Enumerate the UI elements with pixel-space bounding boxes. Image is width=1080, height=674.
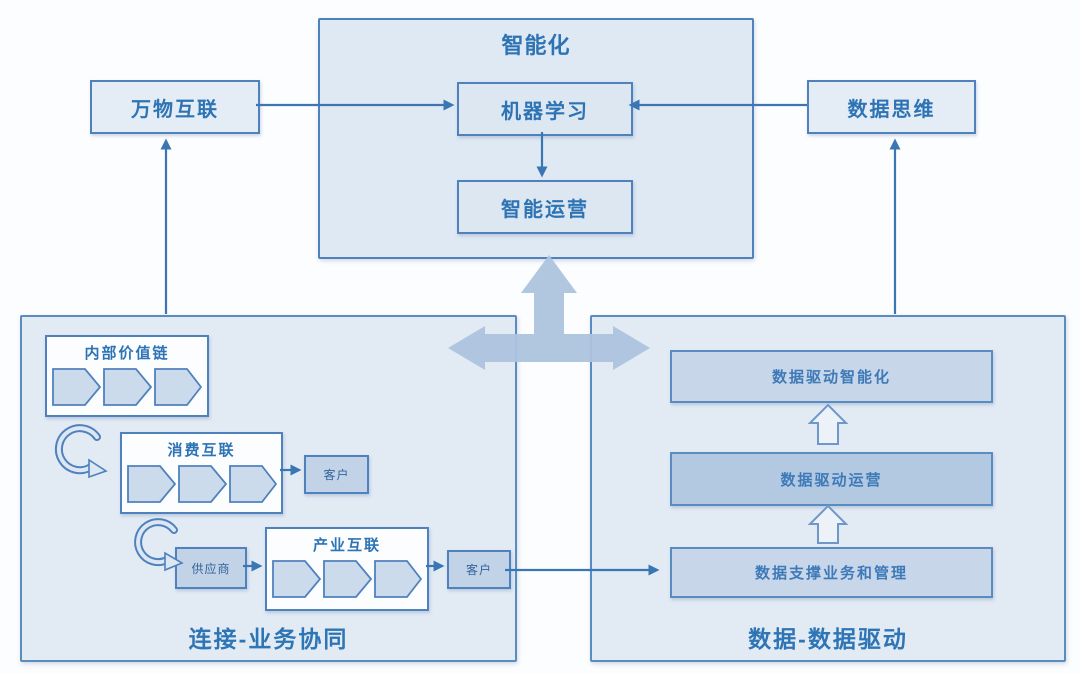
intelligent-operations-label: 智能运营 (501, 198, 589, 221)
consumer-internet-label: 消费互联 (167, 442, 236, 459)
data-thinking-box: 数据思维 (807, 80, 976, 134)
industrial-internet-box: 产业互联 (265, 527, 429, 611)
intelligence-panel-title: 智能化 (501, 33, 571, 58)
intelligent-operations-box: 智能运营 (457, 180, 633, 234)
internet-of-everything-box: 万物互联 (90, 80, 260, 134)
data-panel: 数据驱动智能化 数据驱动运营 数据支撑业务和管理 数据-数据驱动 (590, 315, 1066, 662)
internal-value-chain-label: 内部价值链 (84, 345, 170, 362)
industrial-internet-label: 产业互联 (312, 537, 381, 554)
industrial-chain-chevrons-icon (272, 560, 422, 598)
supplier-box: 供应商 (175, 547, 247, 589)
customer-box-consumer: 客户 (304, 455, 369, 494)
data-thinking-label: 数据思维 (847, 98, 936, 121)
machine-learning-label: 机器学习 (501, 100, 589, 123)
connection-panel-caption: 连接-业务协同 (188, 626, 349, 652)
data-support-business-label: 数据支撑业务和管理 (754, 565, 908, 582)
customer-label: 客户 (465, 563, 492, 577)
consumer-chain-chevrons-icon (126, 465, 277, 503)
data-driven-intelligence-box: 数据驱动智能化 (670, 350, 993, 403)
data-support-business-box: 数据支撑业务和管理 (670, 547, 993, 598)
connection-panel: 内部价值链 消费互联 客户 供应商 产业互联 (20, 315, 517, 662)
customer-box-industrial: 客户 (447, 550, 511, 589)
data-driven-intelligence-label: 数据驱动智能化 (771, 369, 891, 386)
intelligence-panel: 智能化 机器学习 智能运营 (318, 18, 754, 259)
supplier-label: 供应商 (191, 561, 231, 576)
data-driven-operations-label: 数据驱动运营 (780, 471, 883, 489)
data-driven-operations-box: 数据驱动运营 (670, 452, 993, 506)
customer-label: 客户 (323, 468, 350, 482)
internal-value-chain-box: 内部价值链 (45, 335, 209, 417)
consumer-internet-box: 消费互联 (120, 432, 283, 514)
internet-of-everything-label: 万物互联 (131, 98, 219, 121)
value-chain-chevrons-icon (52, 368, 202, 406)
data-panel-caption: 数据-数据驱动 (748, 626, 908, 652)
machine-learning-box: 机器学习 (457, 82, 633, 136)
